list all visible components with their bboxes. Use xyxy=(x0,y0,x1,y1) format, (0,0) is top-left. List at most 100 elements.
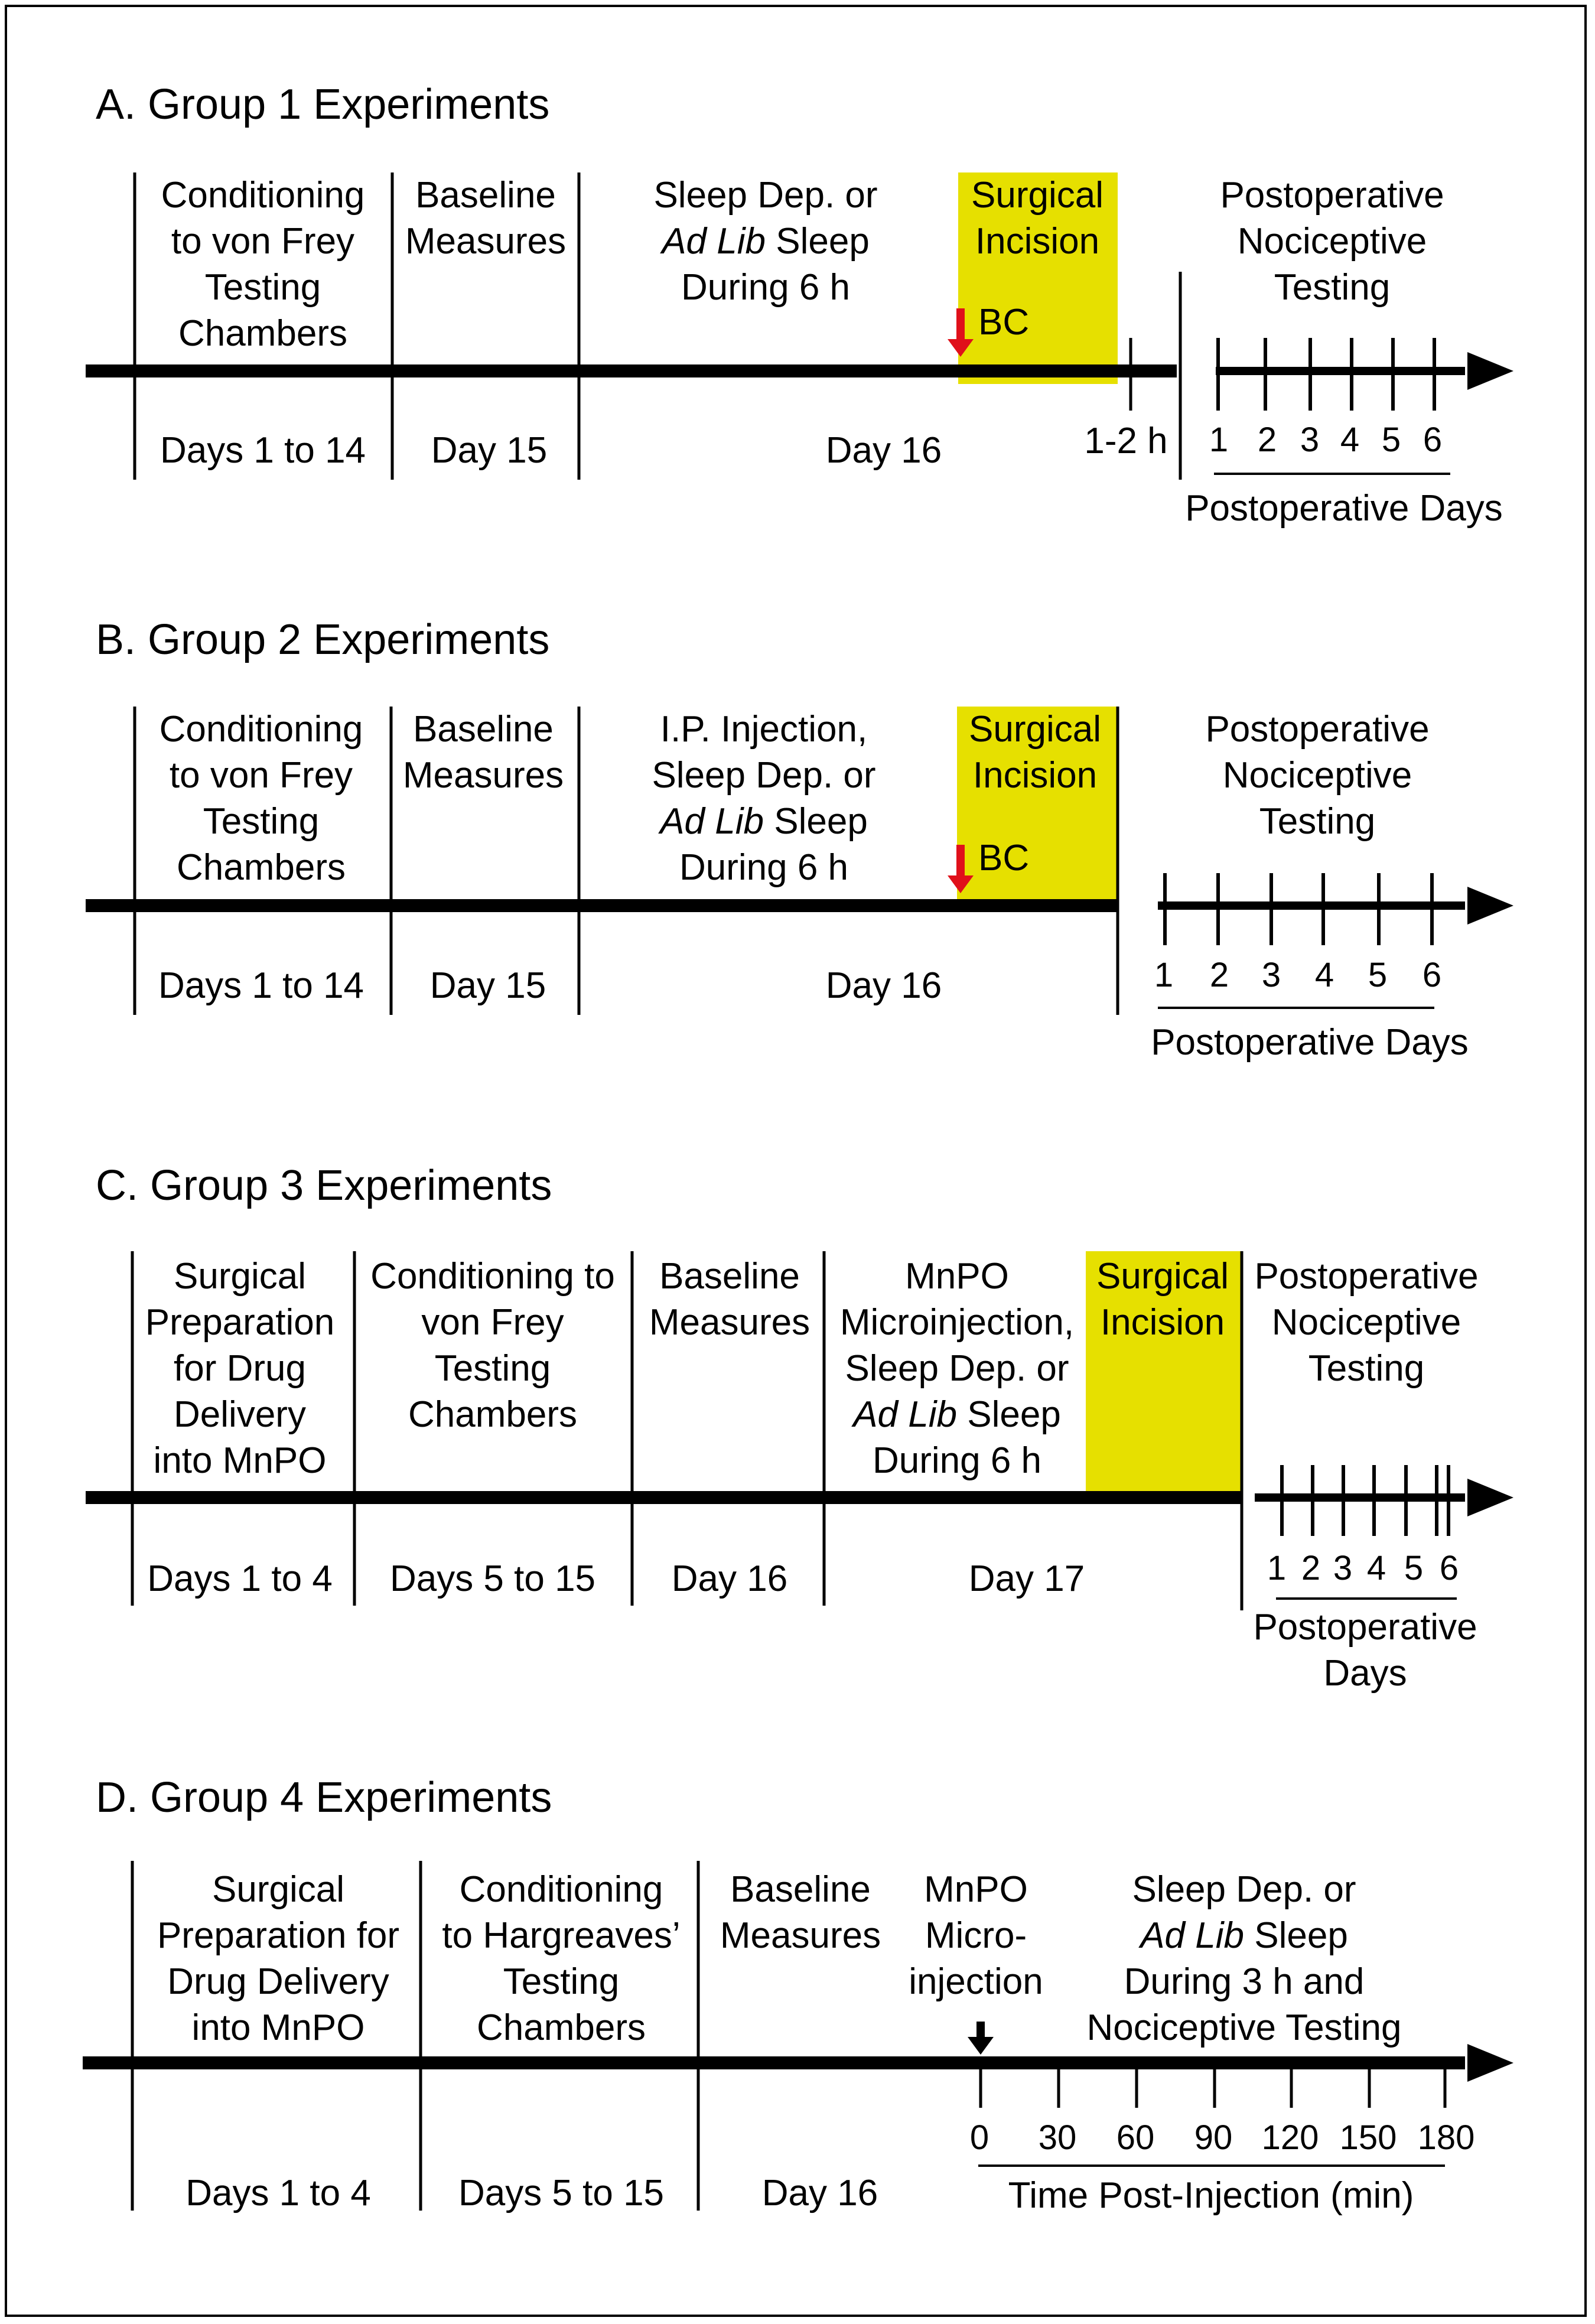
group-d-tick-label: 120 xyxy=(1261,2118,1319,2157)
group-b-phase-1-when: Days 1 to 14 xyxy=(158,965,364,1006)
group-b-phase-2-when: Day 15 xyxy=(429,965,546,1006)
label-line: Nociceptive xyxy=(1222,755,1412,796)
label-line: Postoperative xyxy=(1253,1607,1477,1648)
group-b-tick-label: 1 xyxy=(1154,956,1174,994)
label-line: Testing xyxy=(203,801,320,842)
group-d-phase-2-when: Days 5 to 15 xyxy=(458,2173,665,2214)
group-b-tick-label: 6 xyxy=(1422,956,1442,994)
group-a-axis-label: Postoperative Days xyxy=(1185,488,1503,529)
group-b-tick-label: 2 xyxy=(1209,956,1229,994)
group-c-tick-label: 5 xyxy=(1404,1549,1424,1587)
label-line: Microinjection, xyxy=(839,1302,1075,1343)
group-b-title: B. Group 2 Experiments xyxy=(96,616,550,663)
group-a-tick-label: 6 xyxy=(1423,421,1443,459)
group-a-phase-3-when: Day 16 xyxy=(825,430,942,471)
label-line: Postoperative xyxy=(1205,709,1430,750)
label-line: Drug Delivery xyxy=(167,1961,389,2002)
label-line: Delivery xyxy=(174,1394,306,1435)
label-line: Sleep Dep. or xyxy=(652,755,876,796)
label-line: I.P. Injection, xyxy=(660,709,868,750)
label-line: Measures xyxy=(720,1915,881,1956)
label-line: Surgical xyxy=(212,1869,344,1910)
label-line: Conditioning xyxy=(459,1869,663,1910)
group-d-tick-label: 60 xyxy=(1116,2118,1155,2157)
group-c-incision-highlight xyxy=(1086,1251,1241,1498)
label-line: Micro- xyxy=(925,1915,1027,1956)
group-a-tick-label: 2 xyxy=(1257,421,1277,459)
group-d-tick-label: 150 xyxy=(1339,2118,1397,2157)
group-c-phase-1-when: Days 1 to 4 xyxy=(147,1558,333,1599)
group-a-tick-label: 3 xyxy=(1300,421,1320,459)
label-line: During 6 h xyxy=(681,267,851,308)
label-line: Sleep Dep. or xyxy=(653,175,878,216)
label-line: Measures xyxy=(405,221,567,262)
label-line: Ad Lib Sleep xyxy=(662,221,870,262)
group-a-title: A. Group 1 Experiments xyxy=(96,81,550,128)
group-c-tick-label: 2 xyxy=(1301,1549,1321,1587)
label-line: Measures xyxy=(402,755,564,796)
group-c-phase-3-when: Day 16 xyxy=(671,1558,788,1599)
group-b-tick-label: 3 xyxy=(1261,956,1281,994)
group-d-phase-1-when: Days 1 to 4 xyxy=(185,2173,371,2214)
label-line: Preparation xyxy=(145,1302,335,1343)
group-c-title: C. Group 3 Experiments xyxy=(96,1162,552,1209)
label-line: into MnPO xyxy=(153,1440,327,1481)
label-line: Chambers xyxy=(178,313,347,354)
group-b-bc-marker-head xyxy=(948,875,974,893)
label-line: Testing xyxy=(1308,1348,1425,1389)
label-line: to von Frey xyxy=(171,221,355,262)
label-line: Chambers xyxy=(477,2007,646,2048)
group-c-phase-2-when: Days 5 to 15 xyxy=(389,1558,596,1599)
group-a-phase-2-when: Day 15 xyxy=(431,430,548,471)
label-line: into MnPO xyxy=(191,2007,365,2048)
label-line: Incision xyxy=(1100,1302,1225,1343)
label-line: Surgical xyxy=(1096,1256,1229,1297)
group-a-tick-label: 1 xyxy=(1209,421,1229,459)
label-line: for Drug xyxy=(174,1348,306,1389)
group-c-tick-label: 3 xyxy=(1333,1549,1353,1587)
group-d-title: D. Group 4 Experiments xyxy=(96,1774,552,1821)
group-a-marker-label: BC xyxy=(978,302,1030,343)
group-b-axis-arrowhead xyxy=(1467,887,1513,925)
group-c-tick-label: 6 xyxy=(1439,1549,1459,1587)
label-line: Ad Lib Sleep xyxy=(853,1394,1061,1435)
group-d-axis-arrowhead xyxy=(1467,2044,1513,2082)
group-a-incision-highlight xyxy=(958,172,1118,384)
label-line: MnPO xyxy=(905,1256,1009,1297)
label-line: to Hargreaves’ xyxy=(442,1915,681,1956)
label-line: Ad Lib Sleep xyxy=(1140,1915,1348,1956)
label-line: Measures xyxy=(649,1302,810,1343)
group-c-axis-arrowhead xyxy=(1467,1479,1513,1516)
group-d-injection-marker-head xyxy=(968,2037,994,2055)
label-line: Baseline xyxy=(730,1869,871,1910)
label-line: During 6 h xyxy=(679,847,849,888)
group-d-tick-label: 180 xyxy=(1417,2118,1475,2157)
label-line: Sleep Dep. or xyxy=(1132,1869,1356,1910)
label-line: Postoperative xyxy=(1220,175,1444,216)
label-line: Sleep Dep. or xyxy=(845,1348,1069,1389)
label-line: Testing xyxy=(503,1961,620,2002)
group-b-incision-highlight xyxy=(957,707,1116,910)
label-line: Testing xyxy=(1259,801,1376,842)
group-b-tick-label: 5 xyxy=(1368,956,1388,994)
